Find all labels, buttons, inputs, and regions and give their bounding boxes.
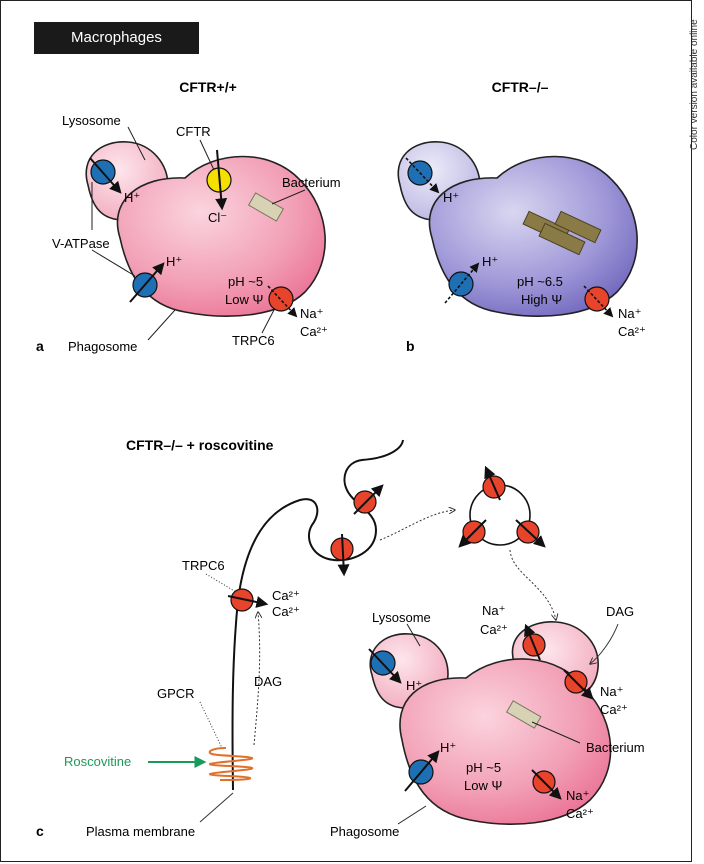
- h-phago-c: H⁺: [440, 740, 456, 755]
- bacterium-c-leader: [531, 721, 581, 744]
- ca1-c: Ca²⁺: [272, 588, 300, 603]
- trpc6-a: [268, 286, 294, 312]
- psi-b: High Ψ: [521, 292, 562, 307]
- lysosome-c-label: Lysosome: [372, 610, 431, 625]
- channel-c-vesicle-fuse-top-arrow: [524, 623, 541, 661]
- phagosome-a-label: Phagosome: [68, 339, 137, 354]
- h-phago-a: H⁺: [166, 254, 182, 269]
- vatpase-a-label: V-ATPase: [52, 236, 110, 251]
- psi-c: Low Ψ: [464, 778, 502, 793]
- cftr-a-label: CFTR: [176, 124, 211, 139]
- vesicle-channel-top-arrow: [484, 465, 501, 501]
- gpcr-c-label: GPCR: [157, 686, 195, 701]
- h-phago-b: H⁺: [482, 254, 498, 269]
- panel-a: CFTR+/+ Lysosome CFTR Bacterium V-ATPase…: [36, 79, 341, 354]
- bacterium-c: [505, 700, 542, 729]
- trpc6-c-leader: [205, 573, 237, 593]
- h-lyso-a: H⁺: [124, 190, 140, 205]
- panel-b: CFTR–/– H⁺ H⁺ pH ~6.5 High Ψ Na⁺ Ca²⁺ b: [397, 79, 646, 354]
- lysosome-a-label: Lysosome: [62, 113, 121, 128]
- dag-left-c: DAG: [254, 674, 282, 689]
- na-top-c: Na⁺: [482, 603, 505, 618]
- trpc6-b: [584, 286, 610, 312]
- phagosome-a-leader: [147, 309, 176, 341]
- dotted-arrow-to-vesicle: [379, 510, 455, 541]
- h-lyso-b: H⁺: [443, 190, 459, 205]
- vatpase-c-phago-arrow: [404, 750, 440, 792]
- panel-b-title: CFTR–/–: [492, 79, 549, 95]
- ph-c: pH ~5: [466, 760, 501, 775]
- channel-c-phago-bottom-arrow: [531, 769, 562, 800]
- dag-right-c: DAG: [606, 604, 634, 619]
- roscovitine-label: Roscovitine: [64, 754, 131, 769]
- cftr-a-arrow: [215, 149, 228, 211]
- cl-a: Cl⁻: [208, 210, 227, 225]
- panel-a-title: CFTR+/+: [179, 79, 237, 95]
- vesicle-channel-left-arrow: [458, 519, 487, 548]
- ph-a: pH ~5: [228, 274, 263, 289]
- gpcr: [208, 747, 254, 781]
- lysosome-a-leader: [127, 126, 146, 161]
- phagosome-b: [428, 155, 638, 317]
- channel-c-vesicle-top-arrow: [353, 484, 384, 515]
- vatpase-a-lyso-arrow: [89, 157, 122, 194]
- trpc6-c-membrane-arrow: [227, 595, 269, 608]
- dag-arrow-left: [253, 612, 260, 746]
- ca2-c: Ca²⁺: [272, 604, 300, 619]
- h-lyso-c: H⁺: [406, 678, 422, 693]
- vatpase-b-phago-arrow: [444, 262, 480, 304]
- na-bottom-c: Na⁺: [566, 788, 589, 803]
- vatpase-a-phago-arrow: [129, 262, 165, 303]
- panel-b-letter: b: [406, 338, 415, 354]
- vatpase-a-leader2: [91, 249, 136, 277]
- bacterium-a-label: Bacterium: [282, 175, 341, 190]
- phagosome-a: [116, 155, 326, 317]
- na-a: Na⁺: [300, 306, 323, 321]
- panel-c-letter: c: [36, 823, 44, 839]
- trpc6-a-label: TRPC6: [232, 333, 275, 348]
- psi-a: Low Ψ: [225, 292, 263, 307]
- vatpase-c-lyso-arrow: [368, 648, 402, 684]
- bacterium-a: [247, 192, 285, 222]
- phagosome-c-label: Phagosome: [330, 824, 399, 839]
- channel-c-vesicle-fuse-right-arrow: [563, 669, 594, 700]
- plasma-membrane-leader: [199, 792, 234, 823]
- vesicle-channel-right-arrow: [515, 519, 546, 548]
- dag-arrow-right: [590, 623, 619, 664]
- ca-right-c: Ca²⁺: [600, 702, 628, 717]
- na-b: Na⁺: [618, 306, 641, 321]
- panel-c-title: CFTR–/– + roscovitine: [126, 437, 274, 453]
- dotted-arrow-to-phagosome: [509, 549, 556, 620]
- cftr-a-leader: [199, 139, 215, 171]
- panel-a-letter: a: [36, 338, 44, 354]
- gpcr-leader: [199, 701, 223, 749]
- ca-top-c: Ca²⁺: [480, 622, 508, 637]
- trpc6-c-label: TRPC6: [182, 558, 225, 573]
- trpc6-b-arrow: [583, 285, 614, 318]
- vatpase-b-lyso-arrow: [405, 157, 440, 194]
- ca-a: Ca²⁺: [300, 324, 328, 339]
- bacterium-a-leader: [271, 189, 306, 205]
- panel-c: CFTR–/– + roscovitine: [36, 437, 645, 839]
- trpc6-a-leader: [261, 309, 275, 334]
- bacteria-cluster-b: [522, 210, 602, 256]
- channel-c-vesicle-bottom-arrow: [337, 533, 350, 577]
- trpc6-c-membrane: [230, 588, 254, 612]
- phagosome-c: [399, 658, 612, 825]
- ca-b: Ca²⁺: [618, 324, 646, 339]
- macrophages-badge: Macrophages: [34, 22, 199, 54]
- ca-bottom-c: Ca²⁺: [566, 806, 594, 821]
- plasma-membrane-label: Plasma membrane: [86, 824, 195, 839]
- side-note: Color version available online: [689, 19, 700, 150]
- lysosome-c-leader: [406, 623, 421, 647]
- phagosome-c-leader: [397, 805, 427, 825]
- vatpase-b-phago: [448, 271, 474, 297]
- trpc6-a-arrow: [267, 285, 298, 318]
- ph-b: pH ~6.5: [517, 274, 563, 289]
- bacterium-c-label: Bacterium: [586, 740, 645, 755]
- na-right-c: Na⁺: [600, 684, 623, 699]
